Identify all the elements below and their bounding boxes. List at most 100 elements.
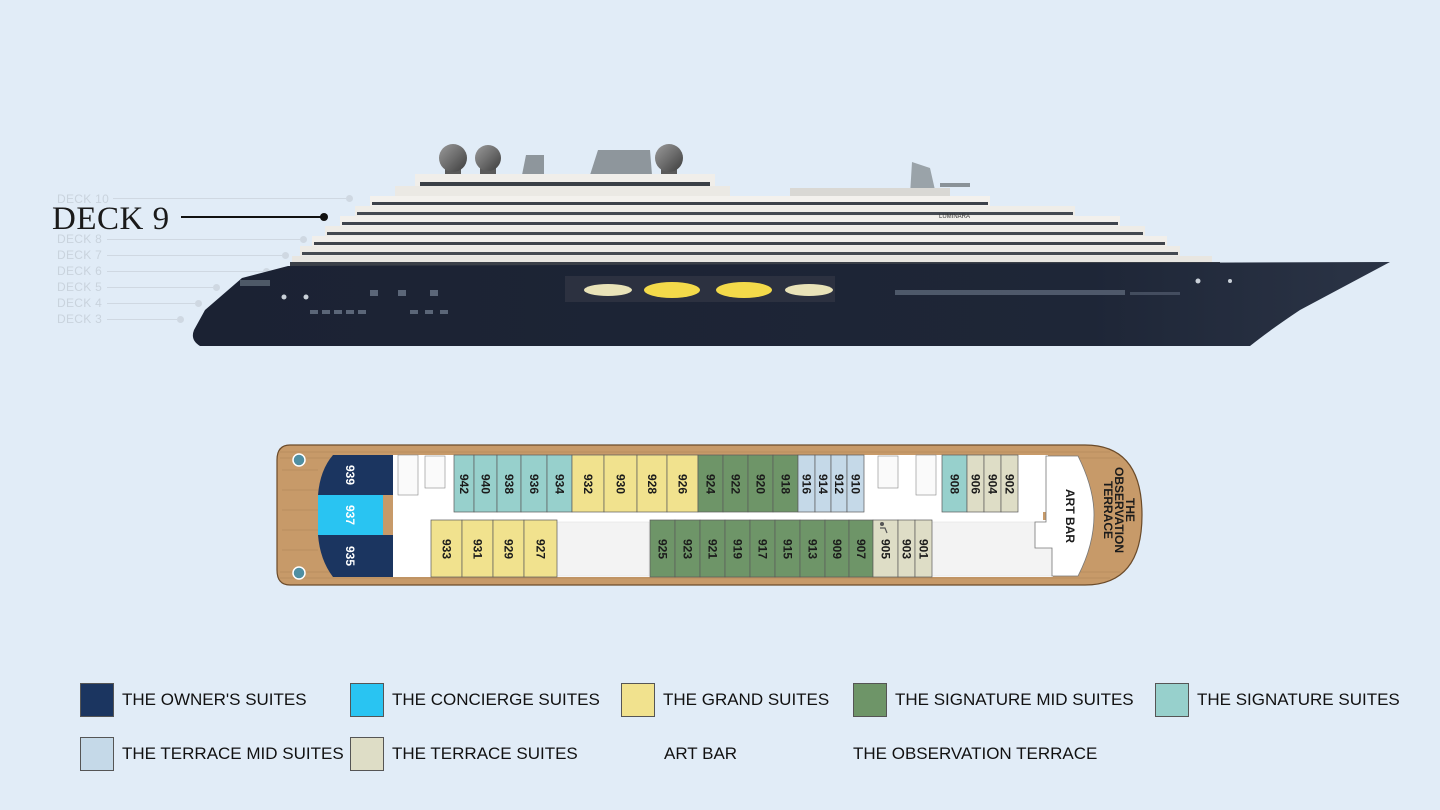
cabin-label-926: 926 [676,474,690,494]
legend-swatch [350,737,384,771]
cabin-926[interactable] [666,454,699,513]
plunge-pool-icon [292,453,306,467]
cabin-label-933: 933 [440,539,454,559]
legend-swatch [621,683,655,717]
legend-label: THE TERRACE SUITES [392,744,578,763]
elevator-icon [424,455,446,489]
deck-7-line [107,255,282,256]
cabin-938[interactable] [496,454,522,513]
cabin-label-931: 931 [471,539,485,559]
cabin-901[interactable] [914,519,933,578]
cabin-label-934: 934 [553,474,567,494]
legend-swatch [350,683,384,717]
legend-label: THE TERRACE MID SUITES [122,744,344,763]
cabin-933[interactable] [430,519,463,578]
legend-swatch [80,683,114,717]
cabin-932[interactable] [571,454,605,513]
cabin-920[interactable] [747,454,774,513]
legend-swatch [853,683,887,717]
svg-text:TERRACE: TERRACE [1101,481,1115,539]
cabin-label-913: 913 [806,539,820,559]
legend-art-bar: ART BAR [622,736,737,772]
cabin-913[interactable] [799,519,826,578]
deck-10-line [113,198,346,199]
deck-7-dot [282,252,289,259]
cabin-label-942: 942 [457,474,471,494]
deck-6-link[interactable]: DECK 6 [57,264,103,278]
cabin-label-936: 936 [527,474,541,494]
cabin-label-938: 938 [502,474,516,494]
cabin-915[interactable] [774,519,801,578]
deck-8-line [107,239,300,240]
cabin-label-920: 920 [754,474,768,494]
cabin-922[interactable] [722,454,749,513]
cabin-927[interactable] [523,519,558,578]
observation-terrace-label: THE OBSERVATION TERRACE [1101,467,1137,553]
cabin-label-908: 908 [948,474,962,494]
cabin-label-904: 904 [986,474,1000,494]
cabin-918[interactable] [772,454,799,513]
deck-4-link[interactable]: DECK 4 [57,296,103,310]
cabin-label-927: 927 [534,539,548,559]
plunge-pool-icon [292,566,306,580]
cabin-label-935: 935 [343,546,357,566]
cabin-925[interactable] [649,519,676,578]
legend-swatch [80,737,114,771]
cabin-label-903: 903 [900,539,914,559]
legend-owners-suites: THE OWNER'S SUITES [80,682,307,718]
cabin-label-919: 919 [731,539,745,559]
cabin-label-937: 937 [343,505,357,525]
deck-6-line [107,271,263,272]
legend-grand-suites: THE GRAND SUITES [621,682,829,718]
current-deck-pointer-dot [320,213,328,221]
cabin-919[interactable] [724,519,751,578]
cabin-917[interactable] [749,519,776,578]
cabin-label-929: 929 [502,539,516,559]
legend-label: THE OWNER'S SUITES [122,690,307,709]
legend-signature-mid-suites: THE SIGNATURE MID SUITES [853,682,1134,718]
cabin-929[interactable] [492,519,525,578]
cabin-label-912: 912 [832,474,846,494]
cabin-label-924: 924 [704,474,718,494]
cabin-label-907: 907 [854,539,868,559]
cabin-923[interactable] [674,519,701,578]
cabin-label-902: 902 [1003,474,1017,494]
cabin-label-939: 939 [343,465,357,485]
cabin-934[interactable] [546,454,573,513]
deck-3-link[interactable]: DECK 3 [57,312,103,326]
service-area [556,521,650,577]
current-deck-title: DECK 9 [52,201,170,237]
deck-8-dot [300,236,307,243]
cabin-label-910: 910 [849,474,863,494]
cabin-908[interactable] [941,454,968,513]
stairs-icon [397,454,419,496]
cabin-928[interactable] [636,454,668,513]
deck-10-link[interactable]: DECK 10 [57,192,110,206]
deck-7-link[interactable]: DECK 7 [57,248,103,262]
stateroom-wheelchair-icon [880,522,888,534]
cabin-label-906: 906 [969,474,983,494]
cabin-label-921: 921 [706,539,720,559]
deck-5-link[interactable]: DECK 5 [57,280,103,294]
cabin-910[interactable] [846,454,865,513]
owners-suite-939 [318,455,393,495]
legend-swatch [622,737,656,771]
cabin-label-916: 916 [800,474,814,494]
deck-4-line [107,303,195,304]
cabin-909[interactable] [824,519,850,578]
svg-text:THE: THE [1123,498,1137,522]
cabin-902[interactable] [1000,454,1019,513]
deck-5-line [107,287,213,288]
cabin-930[interactable] [603,454,638,513]
art-bar-area [1034,455,1095,577]
legend-label: THE OBSERVATION TERRACE [853,744,1098,763]
legend-terrace-mid-suites: THE TERRACE MID SUITES [80,736,344,772]
cabin-label-905: 905 [879,539,893,559]
deck-8-link[interactable]: DECK 8 [57,232,103,246]
legend-label: THE CONCIERGE SUITES [392,690,600,709]
cabin-label-915: 915 [781,539,795,559]
legend-concierge-suites: THE CONCIERGE SUITES [350,682,600,718]
legend-label: THE SIGNATURE SUITES [1197,690,1400,709]
legend-signature-suites: THE SIGNATURE SUITES [1155,682,1400,718]
